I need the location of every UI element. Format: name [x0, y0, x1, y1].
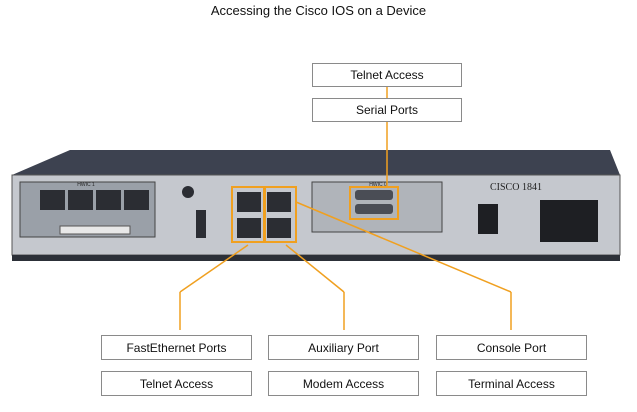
hwic-left-card	[19, 181, 156, 238]
chassis-top	[12, 150, 620, 175]
brand-text: CISCO 1841	[490, 182, 542, 193]
serial-highlight	[349, 186, 399, 220]
serial-ports-label: Serial Ports	[312, 98, 462, 122]
hwic-right-label: HWIC 0	[369, 182, 387, 188]
hwic-left-label: HWIC 1	[77, 182, 95, 188]
auxiliary-port-label: Auxiliary Port	[268, 335, 419, 360]
chassis-bottom	[12, 255, 620, 261]
telnet-access-label-bottom: Telnet Access	[101, 371, 252, 396]
console-callout-line	[295, 201, 512, 293]
diagram-title: Accessing the Cisco IOS on a Device	[210, 3, 427, 18]
terminal-access-label: Terminal Access	[436, 371, 587, 396]
console-port-label: Console Port	[436, 335, 587, 360]
serial-card	[311, 181, 443, 233]
telnet-access-label-top: Telnet Access	[312, 63, 462, 87]
power-switch	[478, 204, 498, 234]
aux-console-highlight	[264, 186, 297, 243]
fe-callout-line	[179, 244, 249, 293]
center-ports	[182, 186, 291, 238]
power-socket	[540, 200, 598, 242]
aux-callout-line	[285, 244, 345, 293]
fastethernet-ports-label: FastEthernet Ports	[101, 335, 252, 360]
modem-access-label: Modem Access	[268, 371, 419, 396]
